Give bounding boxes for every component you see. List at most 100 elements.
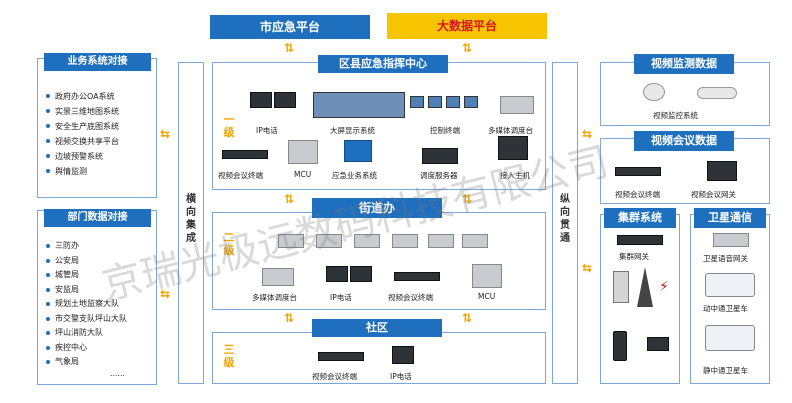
placeholder-icon [278, 234, 304, 248]
video-terminal-icon [394, 272, 440, 281]
business-systems-title: 业务系统对接 [44, 53, 151, 71]
control-terminal-label: 控制终端 [430, 126, 460, 135]
list-item: 疾控中心 [46, 341, 127, 356]
placeholder-icon [462, 234, 488, 248]
cabinet-icon [613, 271, 629, 303]
trunk-gateway-label: 集群网关 [619, 252, 649, 261]
ip-phone-label: IP电话 [256, 126, 278, 135]
radio-handset-icon [613, 331, 627, 361]
ip-phone-icon [350, 266, 372, 282]
list-item: 规划土地监察大队 [46, 297, 127, 312]
updown-arrow-icon: ⇅ [284, 311, 295, 325]
list-item: 坪山消防大队 [46, 326, 127, 341]
updown-arrow-icon: ⇅ [284, 41, 295, 55]
community-video-terminal-label: 视频会议终端 [312, 372, 357, 381]
horizontal-integration-label: 横向 集成 [186, 194, 196, 244]
trunk-system-header: 集群系统 [604, 208, 676, 228]
community-panel: 三级 [212, 332, 546, 384]
list-item: 城管局 [46, 268, 127, 283]
multimedia-console-label: 多媒体调度台 [488, 126, 533, 135]
satellite-voice-gateway-label: 卫星语音网关 [703, 254, 748, 263]
trunk-gateway-icon [617, 235, 663, 245]
emergency-system-label: 应急业务系统 [332, 171, 377, 180]
department-data-panel: 部门数据对接 三防办 公安局 城管局 安监局 规划土地监察大队 市交警支队坪山大… [37, 209, 157, 385]
video-terminal-icon [318, 352, 364, 361]
ip-phone-icon [250, 92, 272, 108]
placeholder-icon [316, 234, 342, 248]
satellite-panel: 卫星语音网关 动中通卫星车 静中通卫星车 [690, 214, 770, 384]
vertical-through-label: 纵向 贯通 [560, 194, 570, 244]
leftright-arrow-icon: ⇆ [160, 287, 171, 301]
department-data-title: 部门数据对接 [44, 209, 151, 227]
satellite-moving-label: 动中通卫星车 [703, 304, 748, 313]
radio-base-icon [647, 337, 669, 351]
updown-arrow-icon: ⇅ [284, 192, 295, 206]
list-item: 实景三维地图系统 [46, 104, 119, 119]
bigdata-platform-header: 大数据平台 [387, 13, 547, 39]
control-terminal-icon [446, 96, 460, 108]
mcu-icon [472, 264, 502, 288]
ip-phone-icon [392, 346, 414, 364]
leftright-arrow-icon: ⇆ [582, 127, 593, 141]
street-ip-phone-label: IP电话 [330, 293, 352, 302]
leftright-arrow-icon: ⇆ [582, 261, 593, 275]
video-conference-header: 视频会议数据 [634, 131, 734, 151]
leftright-arrow-icon: ⇆ [160, 127, 171, 141]
video-conf-terminal-label: 视频会议终端 [615, 190, 660, 199]
placeholder-icon [392, 234, 418, 248]
satellite-vehicle-icon [705, 325, 755, 351]
community-header: 社区 [312, 319, 442, 337]
satellite-gateway-icon [713, 233, 749, 247]
list-item: 市交警支队坪山大队 [46, 312, 127, 327]
list-item: 安监局 [46, 283, 127, 298]
big-screen-label: 大屏显示系统 [330, 126, 375, 135]
horizontal-integration-bar: 横向 集成 [178, 62, 204, 384]
updown-arrow-icon: ⇅ [462, 192, 473, 206]
video-monitor-header: 视频监测数据 [634, 54, 734, 74]
camera-icon [643, 83, 665, 101]
camera-icon [697, 87, 737, 99]
trunk-system-panel: 集群网关 ⚡ [600, 214, 680, 384]
business-systems-list: 政府办公OA系统 实景三维地图系统 安全生产底图系统 视频交换共享平台 边坡预警… [46, 89, 119, 179]
street-office-header: 街道办 [312, 198, 442, 218]
street-office-panel: 二级 [212, 212, 546, 310]
vertical-through-bar: 纵向 贯通 [552, 62, 578, 384]
dispatch-server-label: 调度服务器 [420, 171, 458, 180]
satellite-static-label: 静中通卫星车 [703, 366, 748, 375]
city-platform-header: 市应急平台 [210, 15, 370, 39]
more-ellipsis: …… [110, 369, 125, 378]
list-item: 公安局 [46, 254, 127, 269]
control-terminal-icon [410, 96, 424, 108]
multimedia-console-icon [262, 268, 294, 286]
lightning-icon: ⚡ [659, 279, 669, 295]
emergency-system-icon [344, 140, 372, 162]
video-terminal-icon [222, 150, 268, 159]
list-item: 气象局 [46, 355, 127, 370]
department-data-list: 三防办 公安局 城管局 安监局 规划土地监察大队 市交警支队坪山大队 坪山消防大… [46, 239, 127, 370]
video-conf-gateway-label: 视频会议网关 [691, 190, 736, 199]
street-video-terminal-label: 视频会议终端 [388, 293, 433, 302]
video-gateway-icon [707, 161, 737, 181]
multimedia-console-icon [500, 96, 534, 114]
district-command-panel: 一级 [212, 62, 546, 190]
business-systems-panel: 业务系统对接 政府办公OA系统 实景三维地图系统 安全生产底图系统 视频交换共享… [37, 53, 157, 198]
street-mcu-label: MCU [478, 292, 496, 301]
access-host-label: 接入主机 [500, 171, 530, 180]
video-terminal-label: 视频会议终端 [218, 171, 263, 180]
control-terminal-icon [428, 96, 442, 108]
dispatch-server-icon [422, 148, 458, 164]
list-item: 边坡预警系统 [46, 149, 119, 164]
mcu-icon [288, 140, 318, 164]
ip-phone-icon [326, 266, 348, 282]
list-item: 舆情监测 [46, 164, 119, 179]
satellite-vehicle-icon [705, 273, 755, 297]
mcu-label: MCU [294, 170, 312, 179]
level-two-label: 二级 [223, 231, 235, 257]
level-one-label: 一级 [223, 113, 235, 139]
list-item: 安全生产底图系统 [46, 119, 119, 134]
ip-phone-icon [274, 92, 296, 108]
access-host-icon [498, 136, 528, 160]
big-screen-icon [313, 92, 405, 118]
community-ip-phone-label: IP电话 [390, 372, 412, 381]
video-monitor-system-label: 视频监控系统 [653, 111, 698, 120]
